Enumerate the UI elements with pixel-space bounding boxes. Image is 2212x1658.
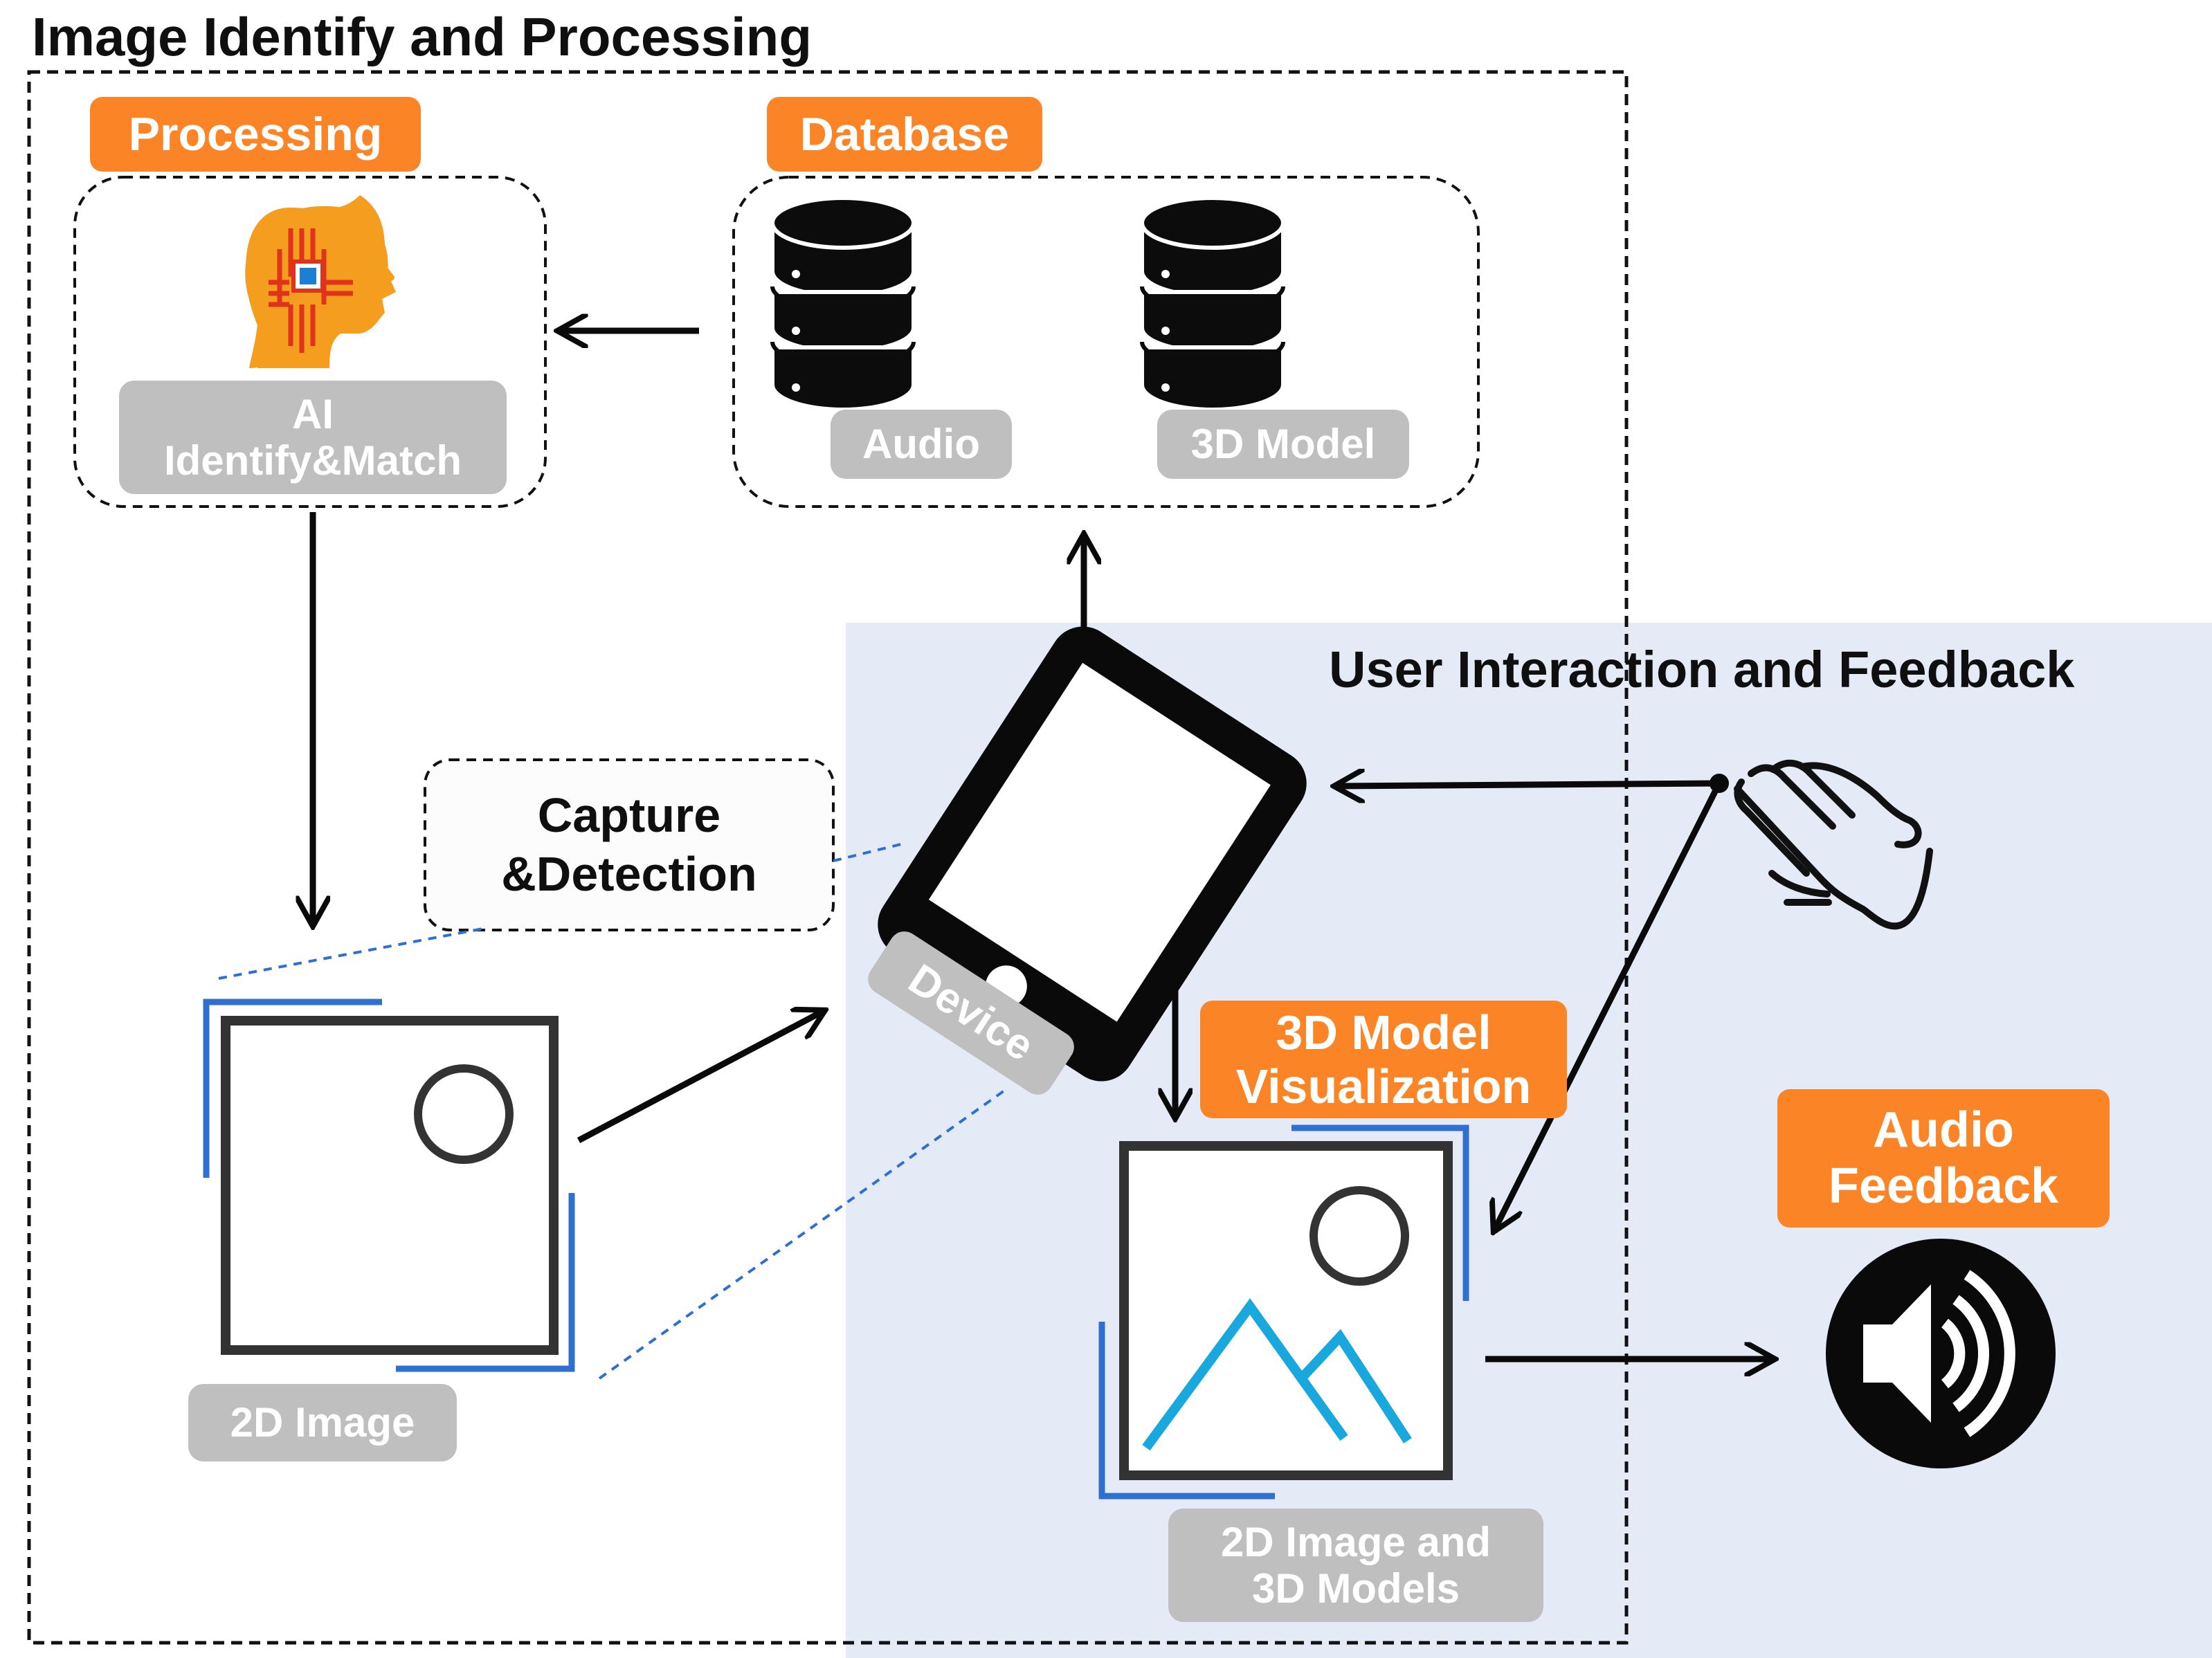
image-3d-icon <box>1098 1124 1469 1500</box>
image-2d-label: 2D Image <box>188 1384 457 1461</box>
audio-db-label: Audio <box>831 410 1012 479</box>
visualization-badge-line1: 3D Model <box>1276 1005 1492 1059</box>
speaker-icon <box>1826 1239 2056 1468</box>
audio-feedback-badge: Audio Feedback <box>1777 1089 2110 1228</box>
capture-guide-lines <box>218 841 1008 1380</box>
capture-line2: &Detection <box>501 847 757 901</box>
processing-box <box>73 176 547 508</box>
database-icon <box>1140 196 1285 412</box>
image-3d-label-line1: 2D Image and <box>1220 1518 1492 1565</box>
audio-feedback-line1: Audio <box>1873 1102 2014 1158</box>
visualization-badge-line2: Visualization <box>1235 1059 1532 1113</box>
database-badge: Database <box>767 97 1042 172</box>
arrow-image-to-device <box>577 1012 822 1143</box>
ai-head-icon <box>245 195 396 368</box>
touch-point <box>1710 774 1729 793</box>
audio-feedback-line2: Feedback <box>1828 1158 2059 1214</box>
visualization-badge: 3D Model Visualization <box>1200 1001 1567 1118</box>
capture-line1: Capture <box>537 787 721 842</box>
processing-badge: Processing <box>90 97 421 172</box>
model-db-label: 3D Model <box>1157 410 1409 479</box>
image-3d-label-line2: 3D Models <box>1251 1565 1460 1612</box>
capture-detection-label: Capture &Detection <box>425 760 833 930</box>
database-box <box>732 176 1480 508</box>
arrow-hand-to-visualization <box>1495 781 1723 1229</box>
user-interaction-title: User Interaction and Feedback <box>1329 640 2075 698</box>
image-processing-title: Image Identify and Processing <box>32 6 812 68</box>
ai-label-line2: Identify&Match <box>163 437 462 484</box>
image-processing-frame <box>27 70 1629 1645</box>
ai-label-line1: AI <box>292 390 334 437</box>
image-3d-label: 2D Image and 3D Models <box>1168 1509 1543 1622</box>
database-icon <box>770 196 916 412</box>
flow-arrows <box>313 331 1772 1359</box>
ai-identify-label: AI Identify&Match <box>119 381 507 494</box>
hand-pointer-icon <box>1734 759 1933 930</box>
capture-box <box>424 758 835 931</box>
image-2d-icon <box>203 999 575 1372</box>
arrow-hand-to-device <box>1337 783 1720 786</box>
